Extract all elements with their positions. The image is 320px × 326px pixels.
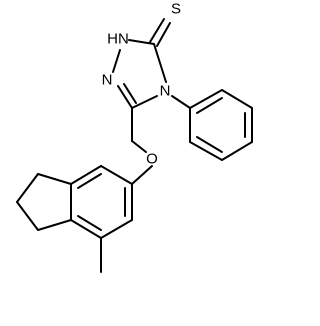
- bond-ph-4: [221, 141, 253, 161]
- bond-ar-6: [100, 165, 133, 185]
- thione-group: [149, 18, 171, 47]
- methylene-ether-linker: [131, 107, 153, 185]
- bond-n2-c3-double: [123, 83, 137, 104]
- bond-cp-1: [37, 173, 72, 185]
- bond-n4-phenyl: [171, 95, 191, 109]
- bond-o-ar: [131, 165, 153, 185]
- bond-c-s-a: [149, 18, 165, 43]
- bond-ph-5: [189, 141, 223, 161]
- bond-n2-c3: [117, 85, 133, 109]
- phenyl-ring: [171, 89, 253, 161]
- bond-n1-n2: [112, 49, 121, 73]
- indane-benzene-ring: [70, 165, 133, 239]
- bond-ar-3-inner: [77, 215, 102, 231]
- bond-ph-1: [189, 89, 223, 109]
- atom-o-label: O: [146, 151, 158, 168]
- bond-ar-5-inner: [77, 173, 102, 189]
- bond-ch2-o: [131, 140, 147, 153]
- molecule-drawing: S HN N N O: [16, 1, 253, 273]
- bond-cp-3: [16, 201, 39, 231]
- bond-cp-2: [16, 173, 39, 203]
- bond-ph-5-inner: [196, 136, 223, 153]
- indane-cyclopentane-ring: [16, 173, 72, 231]
- bond-c5-n1: [128, 39, 155, 45]
- atom-s-label: S: [171, 1, 181, 18]
- bond-c3-n4: [131, 95, 158, 109]
- bond-ar-2: [100, 219, 133, 239]
- bond-ar-3: [70, 219, 102, 239]
- bond-n4-c5: [153, 43, 167, 83]
- atom-n-left-label: N: [102, 72, 113, 89]
- bond-ph-1-inner: [196, 97, 223, 114]
- bond-ph-2: [221, 89, 253, 109]
- structure-diagram: S HN N N O: [16, 1, 253, 273]
- atom-n4-label: N: [160, 83, 171, 100]
- bond-cp-4: [37, 219, 72, 231]
- bond-c-s-b: [156, 22, 171, 47]
- atom-nh-label: HN: [107, 31, 129, 48]
- bond-ar-5: [70, 165, 102, 185]
- triazole-ring: [112, 39, 167, 109]
